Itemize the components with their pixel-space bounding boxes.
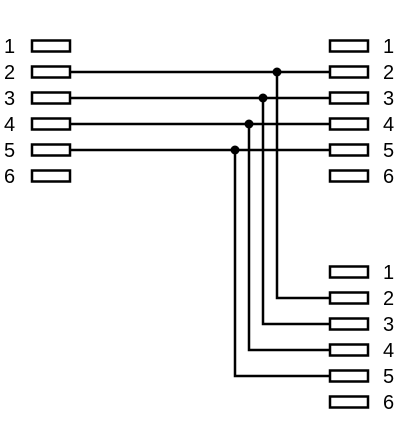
right-bottom-pin-4	[328, 343, 370, 357]
branch-wire-pin-4	[247, 124, 330, 352]
right-bottom-pin-3	[328, 317, 370, 331]
right-bottom-pin-6	[328, 395, 370, 409]
right-bottom-pin-label: 1	[383, 262, 394, 284]
left-connector: 1 2 3 4 5 6	[4, 36, 72, 188]
right-bottom-pin-2	[328, 291, 370, 305]
right-top-pin-label: 6	[383, 166, 394, 188]
right-top-pin-2	[328, 65, 370, 79]
left-pin-label: 4	[4, 114, 15, 136]
right-top-pin-label: 4	[383, 114, 394, 136]
right-bottom-pin-5	[328, 369, 370, 383]
right-top-pin-6	[328, 169, 370, 183]
right-bottom-pin-label: 5	[383, 366, 394, 388]
right-bottom-pin-label: 3	[383, 314, 394, 336]
right-top-pin-3	[328, 91, 370, 105]
branch-wire-pin-5	[233, 150, 330, 378]
branch-wire-pin-3	[261, 98, 330, 326]
junction-dot-pin-2	[272, 67, 282, 77]
right-top-pin-5	[328, 143, 370, 157]
wires	[70, 70, 330, 378]
left-pin-3	[30, 91, 72, 105]
left-pin-1	[30, 39, 72, 53]
branch-wire-pin-2	[275, 72, 330, 300]
right-bottom-connector: 1 2 3 4 5 6	[328, 262, 394, 414]
left-pin-label: 3	[4, 88, 15, 110]
right-top-connector: 1 2 3 4 5 6	[328, 36, 394, 188]
right-top-pin-label: 3	[383, 88, 394, 110]
right-top-pin-label: 2	[383, 62, 394, 84]
junctions	[230, 67, 282, 155]
left-pin-label: 6	[4, 166, 15, 188]
right-bottom-pin-label: 6	[383, 392, 394, 414]
left-pin-6	[30, 169, 72, 183]
junction-dot-pin-5	[230, 145, 240, 155]
right-bottom-pin-label: 2	[383, 288, 394, 310]
right-top-pin-label: 5	[383, 140, 394, 162]
junction-dot-pin-4	[244, 119, 254, 129]
right-top-pin-label: 1	[383, 36, 394, 58]
right-top-pin-4	[328, 117, 370, 131]
right-bottom-pin-label: 4	[383, 340, 394, 362]
left-pin-5	[30, 143, 72, 157]
left-pin-label: 1	[4, 36, 15, 58]
left-pin-2	[30, 65, 72, 79]
right-top-pin-1	[328, 39, 370, 53]
junction-dot-pin-3	[258, 93, 268, 103]
left-pin-4	[30, 117, 72, 131]
left-pin-label: 5	[4, 140, 15, 162]
right-bottom-pin-1	[328, 265, 370, 279]
left-pin-label: 2	[4, 62, 15, 84]
